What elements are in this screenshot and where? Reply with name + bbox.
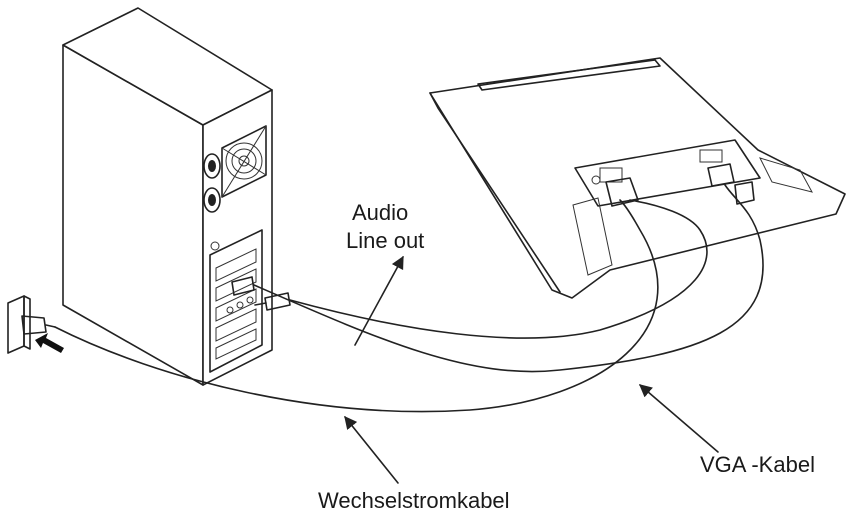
audio-cable [289,199,708,339]
expansion-slots [209,229,263,373]
audio-label-line2: Line out [346,228,424,253]
wall-outlet [7,295,64,354]
vga-cable-label: VGA -Kabel [700,452,815,477]
power-plug [21,315,56,335]
power-leader [344,416,399,484]
psu-power-socket [203,153,221,213]
audio-plug [254,292,291,311]
vga-plug-pc [231,276,255,296]
audio-leader [354,255,404,346]
monitor [429,57,846,299]
monitor-vga-port [699,149,735,187]
vga-leader [639,384,719,453]
monitor-power-port [599,167,639,207]
insert-arrow-icon [35,333,64,353]
cables [54,184,764,413]
monitor-vent-right [759,157,813,193]
power-cable-label: Wechselstromkabel [318,488,510,513]
vga-cable [253,184,764,373]
power-cable [54,199,659,413]
pc-tower [62,7,291,386]
callout-leaders [344,255,719,484]
monitor-vent-left [572,197,613,276]
fan-grille [221,125,267,198]
audio-label-line1: Audio [352,200,408,225]
